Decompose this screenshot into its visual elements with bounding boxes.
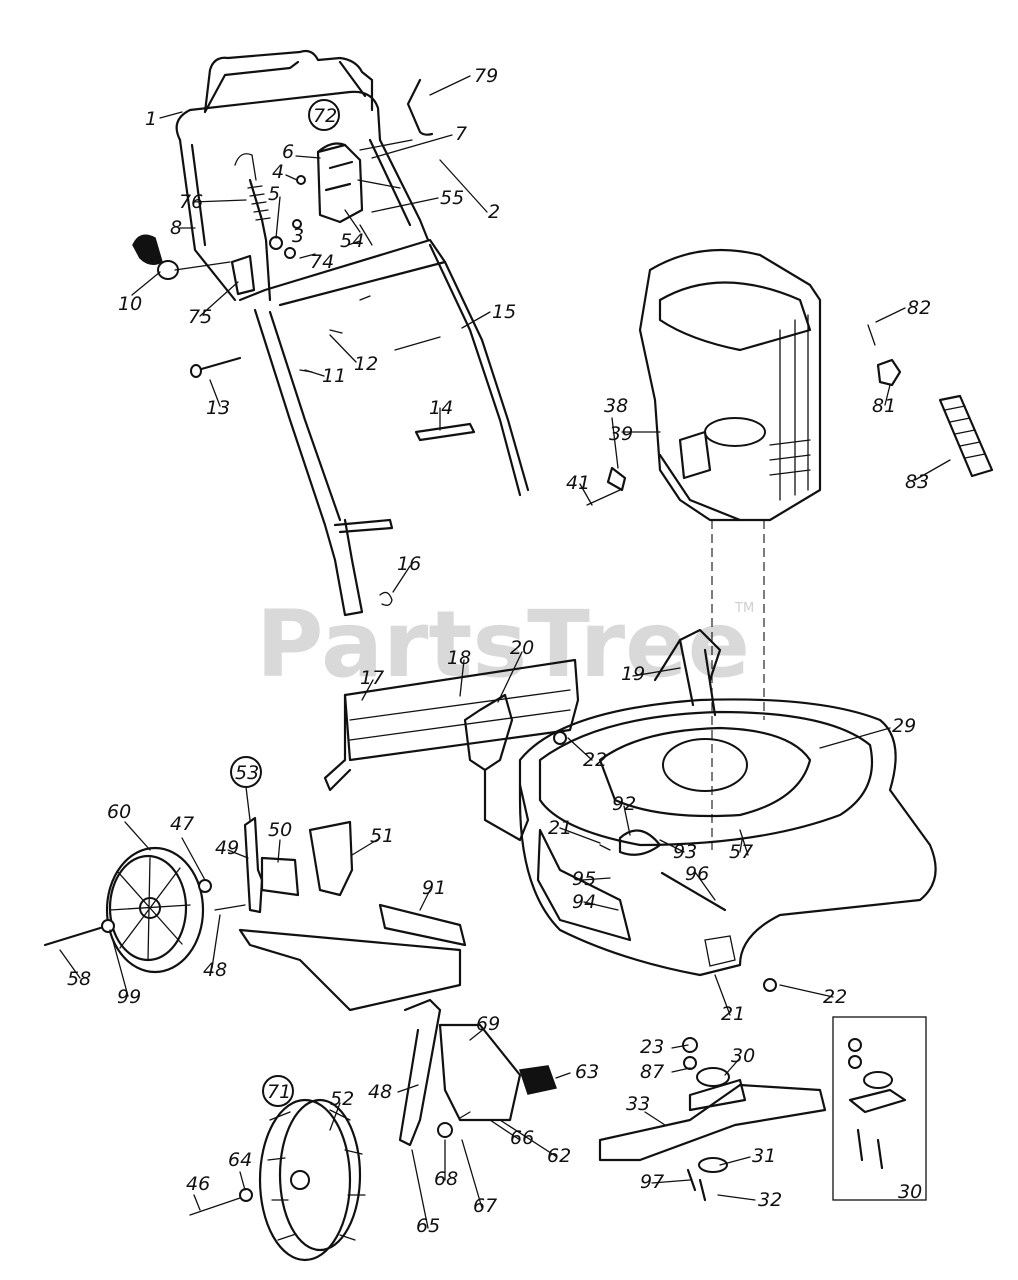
callout-labels: 1 79 72 7 6 4 5 3 2 55 54 74 76 8 10 75 … xyxy=(67,65,931,1237)
callout-7: 7 xyxy=(455,123,467,145)
callout-76: 76 xyxy=(179,191,203,213)
callout-38: 38 xyxy=(604,395,628,417)
callout-72: 72 xyxy=(313,105,337,127)
callout-51: 51 xyxy=(370,825,394,847)
leader-lines xyxy=(59,75,951,1229)
callout-81: 81 xyxy=(872,395,896,417)
callout-12: 12 xyxy=(354,353,378,375)
callout-83: 83 xyxy=(905,471,929,493)
callout-47: 47 xyxy=(170,813,194,835)
callout-71: 71 xyxy=(267,1081,291,1103)
callout-67: 67 xyxy=(473,1195,497,1217)
callout-87: 87 xyxy=(640,1061,664,1083)
callout-60: 60 xyxy=(107,801,131,823)
callout-17: 17 xyxy=(360,667,384,689)
callout-63: 63 xyxy=(575,1061,599,1083)
engine xyxy=(586,248,994,522)
callout-82: 82 xyxy=(907,297,931,319)
callout-30b: 30 xyxy=(898,1181,922,1203)
callout-3: 3 xyxy=(292,225,304,247)
rear-wheel-assembly xyxy=(43,816,467,1012)
callout-5: 5 xyxy=(268,183,280,205)
deck xyxy=(323,520,937,992)
callout-48b: 48 xyxy=(368,1081,392,1103)
callout-95: 95 xyxy=(572,868,596,890)
watermark-trademark: TM xyxy=(734,601,754,616)
callout-74: 74 xyxy=(310,251,334,273)
callout-66: 66 xyxy=(510,1127,534,1149)
callout-22b: 22 xyxy=(823,986,847,1008)
callout-1: 1 xyxy=(145,108,157,130)
callout-31: 31 xyxy=(752,1145,776,1167)
callout-53: 53 xyxy=(235,762,259,784)
callout-99: 99 xyxy=(117,986,141,1008)
callout-46: 46 xyxy=(186,1173,210,1195)
callout-14: 14 xyxy=(429,397,453,419)
callout-16: 16 xyxy=(397,553,421,575)
callout-22: 22 xyxy=(583,749,607,771)
callout-75: 75 xyxy=(188,306,212,328)
callout-79: 79 xyxy=(474,65,498,87)
blade-assembly xyxy=(598,1016,927,1202)
callout-49: 49 xyxy=(215,837,239,859)
callout-54: 54 xyxy=(340,230,364,252)
callout-15: 15 xyxy=(492,301,516,323)
callout-2: 2 xyxy=(488,201,500,223)
callout-55: 55 xyxy=(440,187,464,209)
front-wheel-assembly xyxy=(189,998,557,1262)
callout-6: 6 xyxy=(282,141,294,163)
callout-50: 50 xyxy=(268,819,292,841)
callout-4: 4 xyxy=(272,161,284,183)
watermark: PartsTree TM xyxy=(256,591,754,698)
callout-33: 33 xyxy=(626,1093,650,1115)
callout-93: 93 xyxy=(673,841,697,863)
callout-18: 18 xyxy=(447,647,471,669)
callout-21b: 21 xyxy=(721,1003,745,1025)
callout-23: 23 xyxy=(640,1036,664,1058)
callout-62: 62 xyxy=(547,1145,571,1167)
callout-57: 57 xyxy=(729,841,753,863)
watermark-brand: PartsTree xyxy=(256,591,750,698)
callout-52: 52 xyxy=(330,1088,354,1110)
callout-91: 91 xyxy=(422,877,446,899)
callout-20: 20 xyxy=(510,637,534,659)
callout-58: 58 xyxy=(67,968,91,990)
callout-97: 97 xyxy=(640,1171,664,1193)
callout-8: 8 xyxy=(170,217,182,239)
handle-assembly xyxy=(132,49,530,617)
callout-92: 92 xyxy=(612,793,636,815)
callout-64: 64 xyxy=(228,1149,252,1171)
callout-32: 32 xyxy=(758,1189,782,1211)
callout-68: 68 xyxy=(434,1168,458,1190)
callout-13: 13 xyxy=(206,397,230,419)
callout-41: 41 xyxy=(566,472,590,494)
callout-10: 10 xyxy=(118,293,142,315)
callout-19: 19 xyxy=(621,663,645,685)
callout-29: 29 xyxy=(892,715,916,737)
callout-69: 69 xyxy=(476,1013,500,1035)
callout-11: 11 xyxy=(322,365,346,387)
callout-48a: 48 xyxy=(203,959,227,981)
